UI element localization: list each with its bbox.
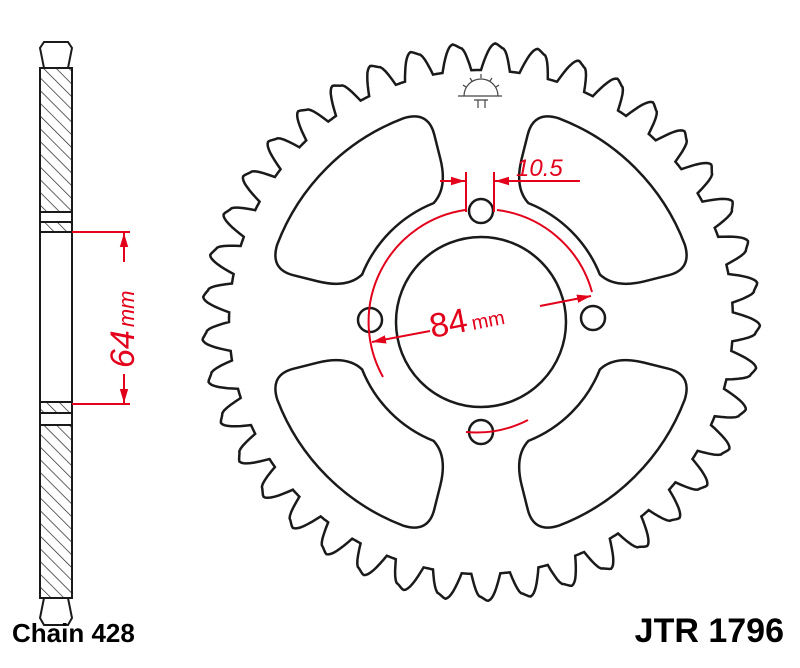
sprocket-window bbox=[274, 115, 445, 286]
center-bore bbox=[394, 235, 568, 409]
profile-top-tip bbox=[38, 41, 74, 69]
sprocket-windows bbox=[274, 115, 688, 529]
side-profile bbox=[38, 41, 74, 626]
sunrise-jt-logo-icon bbox=[458, 74, 502, 108]
chain-label: Chain 428 bbox=[12, 618, 135, 648]
sprocket-window bbox=[274, 358, 445, 529]
sprocket-window bbox=[517, 358, 688, 529]
bore-dimension bbox=[72, 231, 130, 405]
profile-hatch-hub-upper bbox=[39, 221, 73, 233]
profile-hatch-lower bbox=[39, 424, 73, 599]
bore-dimension-label: 64mm bbox=[104, 291, 142, 368]
profile-hatch-hub-lower bbox=[39, 401, 73, 414]
profile-hatch-upper bbox=[39, 67, 73, 213]
pcd-dimension-label: 84mm bbox=[426, 294, 507, 346]
pcd-dimension bbox=[367, 172, 593, 434]
bolt-hole-right bbox=[579, 304, 607, 332]
bolt-hole-dimension-label: 10.5 bbox=[516, 155, 563, 182]
part-number-label: JTR 1796 bbox=[634, 612, 784, 650]
profile-bore bbox=[39, 231, 73, 403]
profile-bottom-tip bbox=[38, 597, 74, 626]
sprocket-window bbox=[517, 115, 688, 286]
bolt-hole-top bbox=[467, 197, 495, 225]
